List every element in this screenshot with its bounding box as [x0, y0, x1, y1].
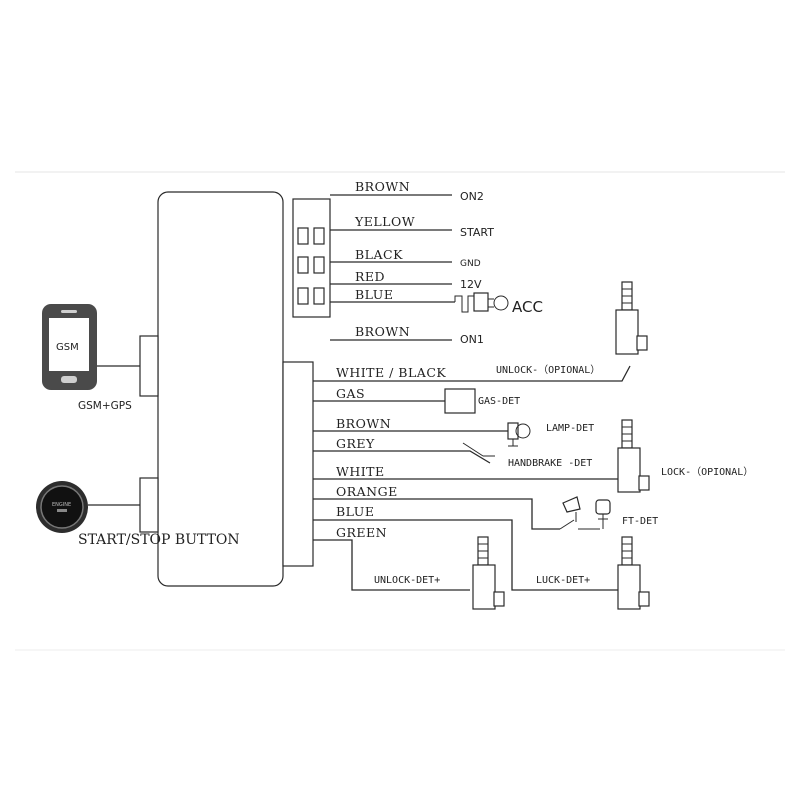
top-wire-dest-5: ON1 [460, 333, 484, 346]
lamp-icon [507, 422, 531, 447]
top-wire-dest-1: START [460, 226, 494, 239]
phone-screen-text: GSM [56, 342, 79, 353]
bottom-wire-color-6: BLUE [336, 504, 374, 519]
top-wire-dest-4: ACC [512, 298, 543, 316]
bottom-wire-color-3: GREY [336, 436, 375, 451]
top-wire-color-2: BLACK [355, 247, 403, 262]
bottom-wire-color-0: WHITE / BLACK [336, 365, 446, 380]
actuator-icon [617, 419, 650, 493]
start-stop-label: START/STOP BUTTON [78, 532, 240, 548]
start-stop-button-icon: ENGINE [36, 481, 88, 533]
connector-pin [313, 287, 325, 305]
top-wire-color-1: YELLOW [354, 214, 415, 229]
top-wire-dest-3: 12V [460, 278, 482, 291]
bottom-wire-dest-1: GAS-DET [478, 396, 520, 407]
actuator-icon [617, 536, 650, 610]
bottom-wire-dest-7: UNLOCK-DET+ [374, 575, 440, 586]
ignition-key-icon [454, 292, 509, 313]
bottom-wire-dest-6: LUCK-DET+ [536, 575, 590, 586]
bottom-wire-dest-2: LAMP-DET [546, 423, 594, 434]
bottom-wire-color-4: WHITE [336, 464, 385, 479]
gsm-connector [139, 335, 159, 397]
bottom-wire-color-1: GAS [336, 386, 365, 401]
handbrake-switch-icon [462, 442, 495, 457]
bottom-wire-color-7: GREEN [336, 525, 387, 540]
gas-sensor-box [444, 388, 476, 414]
bottom-wire-dest-3: HANDBRAKE -DET [508, 458, 592, 469]
connector-pin [297, 256, 309, 274]
svg-text:ENGINE: ENGINE [52, 502, 71, 508]
top-wire-color-3: RED [355, 269, 385, 284]
top-wire-color-0: BROWN [355, 179, 410, 194]
actuator-icon [615, 281, 648, 355]
top-wire-color-5: BROWN [355, 324, 410, 339]
trunk-switch-icon [559, 496, 611, 530]
bottom-wire-color-5: ORANGE [336, 484, 398, 499]
bottom-connector [282, 361, 314, 567]
main-control-unit [157, 191, 284, 587]
phone-icon [42, 304, 97, 390]
connector-pin [297, 287, 309, 305]
bottom-wire-dest-4: LOCK-（OPIONAL） [661, 466, 753, 478]
bottom-wire-dest-0: UNLOCK-（OPIONAL） [496, 364, 600, 376]
bottom-wire-dest-5: FT-DET [622, 516, 658, 527]
top-wire-color-4: BLUE [355, 287, 393, 302]
bottom-wire-color-2: BROWN [336, 416, 391, 431]
connector-pin [313, 227, 325, 245]
connector-pin [297, 227, 309, 245]
actuator-icon [472, 536, 505, 610]
top-wire-dest-2: GND [460, 259, 481, 269]
gsm-gps-label: GSM+GPS [78, 400, 132, 412]
top-wire-dest-0: ON2 [460, 190, 484, 203]
connector-pin [313, 256, 325, 274]
button-connector [139, 477, 159, 533]
